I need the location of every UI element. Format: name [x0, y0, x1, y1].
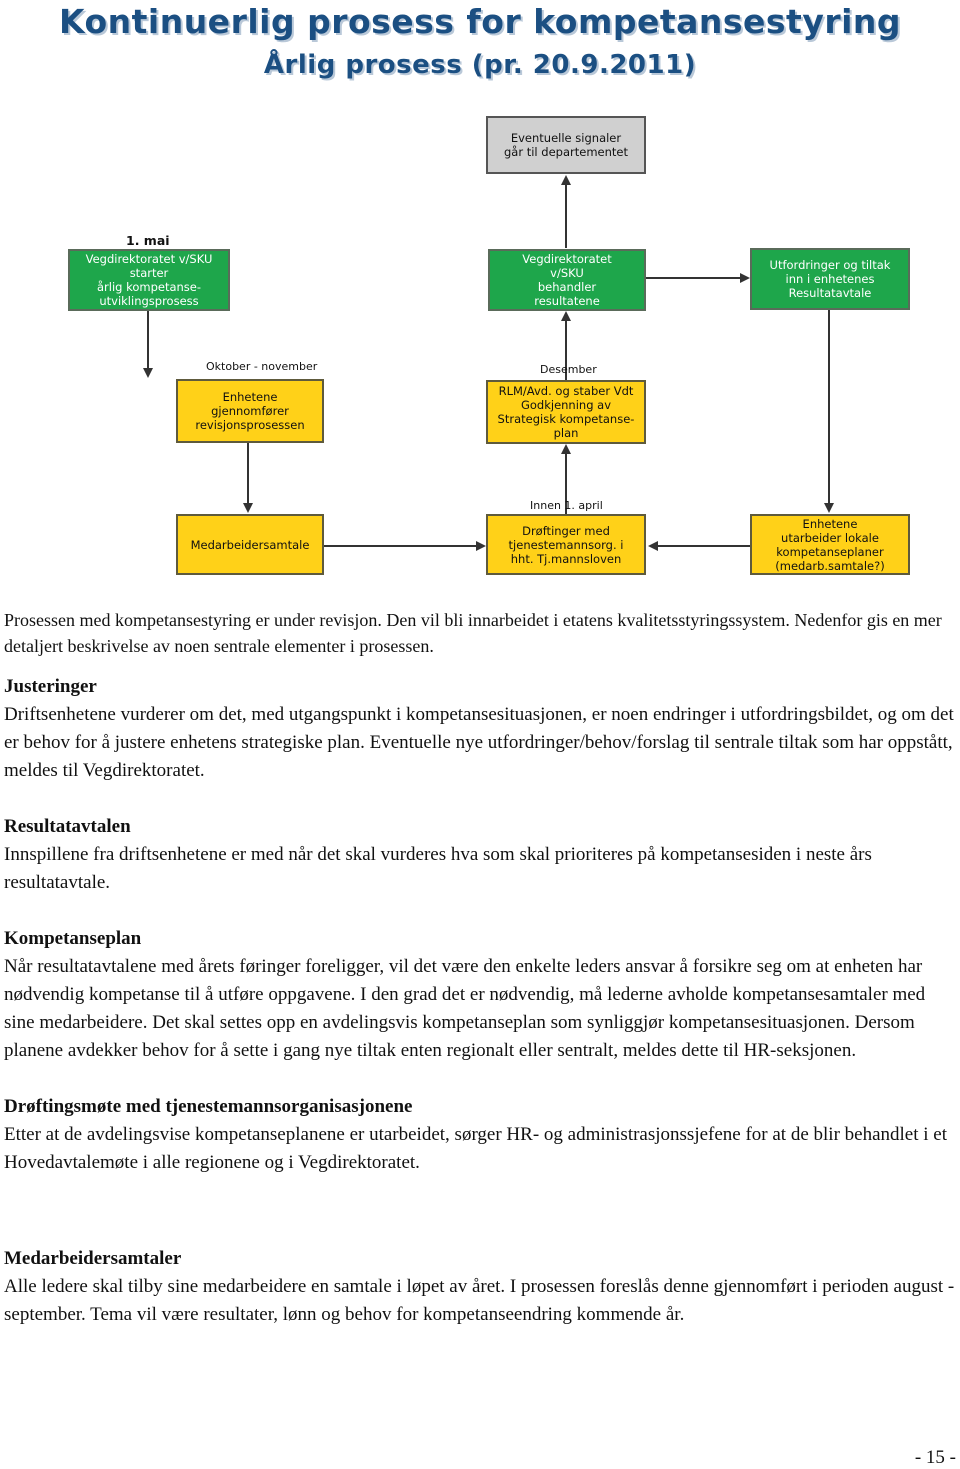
box-vd-behandler: Vegdirektoratet v/SKU behandler resultat… [488, 249, 646, 311]
box-utfordringer-tiltak: Utfordringer og tiltak inn i enhetenes R… [750, 248, 910, 310]
section-kompetanseplan: Kompetanseplan Når resultatavtalene med … [4, 925, 956, 1065]
label-oktober-november: Oktober - november [206, 360, 318, 373]
section-droftingsmote: Drøftingsmøte med tjenestemannsorganisas… [4, 1093, 956, 1177]
section-heading: Kompetanseplan [4, 928, 142, 949]
section-text: Når resultatavtalene med årets føringer … [4, 956, 926, 1061]
box-vd-starter: Vegdirektoratet v/SKU starter årlig komp… [68, 249, 230, 311]
box-droftinger: Drøftinger med tjenestemannsorg. i hht. … [486, 514, 646, 575]
intro-paragraph: Prosessen med kompetansestyring er under… [4, 610, 942, 656]
section-heading: Resultatavtalen [4, 816, 131, 837]
section-medarbeidersamtaler: Medarbeidersamtaler Alle ledere skal til… [4, 1245, 956, 1329]
label-desember: Desember [540, 363, 597, 376]
box-eventuelle-signaler: Eventuelle signaler går til departemente… [486, 116, 646, 174]
box-rlm-godkjenning: RLM/Avd. og staber Vdt Godkjenning av St… [486, 380, 646, 444]
box-enhetene-revisjon: Enhetene gjennomfører revisjonsprosessen [176, 379, 324, 443]
section-text: Etter at de avdelingsvise kompetanseplan… [4, 1124, 948, 1173]
section-text: Alle ledere skal tilby sine medarbeidere… [4, 1276, 955, 1325]
section-resultatavtalen: Resultatavtalen Innspillene fra driftsen… [4, 813, 956, 897]
label-1-mai: 1. mai [126, 233, 170, 248]
diagram-connectors [143, 175, 834, 551]
section-justeringer: Justeringer Driftsenhetene vurderer om d… [4, 673, 956, 785]
page-title: Kontinuerlig prosess for kompetansestyri… [58, 2, 902, 41]
page-number: - 15 - [914, 1447, 956, 1468]
page-subtitle: Årlig prosess (pr. 20.9.2011) [263, 50, 697, 80]
box-medarbeidersamtale: Medarbeidersamtale [176, 514, 324, 575]
box-enhetene-lokale-planer: Enhetene utarbeider lokale kompetansepla… [750, 514, 910, 575]
label-innen-1-april: Innen 1. april [530, 499, 603, 512]
section-heading: Medarbeidersamtaler [4, 1248, 182, 1269]
section-text: Innspillene fra driftsenhetene er med nå… [4, 844, 872, 893]
process-diagram: Eventuelle signaler går til departemente… [0, 100, 960, 590]
section-heading: Justeringer [4, 676, 97, 697]
section-heading: Drøftingsmøte med tjenestemannsorganisas… [4, 1096, 413, 1117]
section-text: Driftsenhetene vurderer om det, med utga… [4, 704, 954, 781]
body-text: Prosessen med kompetansestyring er under… [4, 607, 956, 1357]
